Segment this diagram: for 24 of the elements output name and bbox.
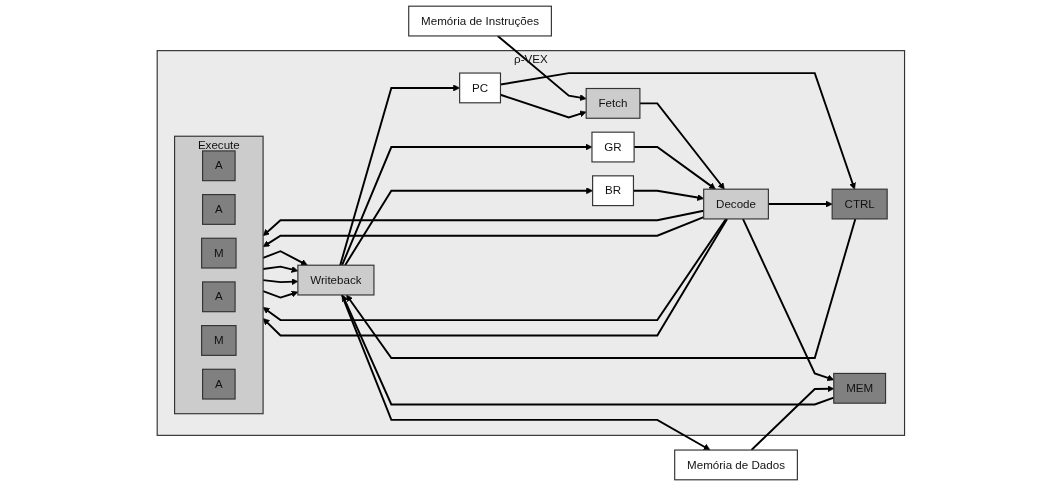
node-box: PC bbox=[458, 72, 501, 104]
arrow bbox=[345, 217, 856, 360]
arrow bbox=[340, 143, 592, 267]
node-box: M bbox=[200, 325, 237, 356]
node-box: A bbox=[201, 368, 236, 400]
arrow bbox=[343, 187, 593, 267]
arrow bbox=[750, 385, 834, 451]
arrow bbox=[338, 84, 460, 267]
node-box: Decode bbox=[702, 188, 769, 220]
arrow bbox=[262, 216, 705, 248]
node-box: CTRL bbox=[831, 188, 888, 220]
node-box: A bbox=[201, 281, 236, 313]
arrow bbox=[340, 294, 710, 451]
node-box: MEM bbox=[832, 372, 886, 404]
node-box: A bbox=[201, 150, 236, 182]
node-box: Fetch bbox=[585, 87, 641, 119]
node-box: A bbox=[201, 194, 236, 225]
node-box: Writeback bbox=[296, 264, 375, 296]
node-box: BR bbox=[591, 175, 634, 207]
node-box: Memória de Instruções bbox=[407, 5, 552, 37]
node-box: GR bbox=[591, 131, 635, 163]
arrow bbox=[741, 217, 834, 382]
node-box: Memória de Dados bbox=[673, 449, 798, 481]
node-box: M bbox=[200, 237, 237, 269]
